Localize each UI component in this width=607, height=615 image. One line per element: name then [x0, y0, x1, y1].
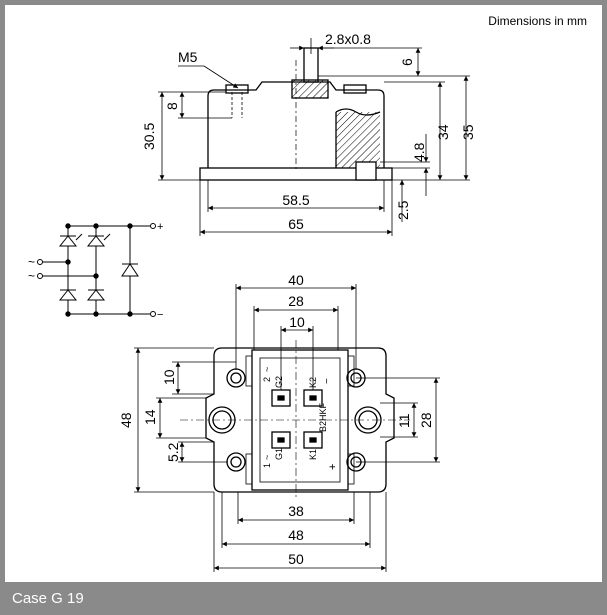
dim-4-8: 4.8	[411, 142, 427, 162]
dim-48-left: 48	[118, 412, 134, 428]
screw-hole-right	[354, 406, 382, 434]
dim-10-left: 10	[161, 369, 177, 385]
dim-6: 6	[399, 58, 415, 66]
case-label: Case G 19	[12, 590, 84, 607]
schematic-minus: −	[157, 309, 163, 321]
pin-label-g1: G1	[274, 448, 284, 460]
dim-58-5: 58.5	[282, 192, 309, 208]
units-note: Dimensions in mm	[488, 14, 587, 28]
dim-2-5: 2.5	[395, 200, 411, 220]
screw-boss-right	[343, 84, 367, 94]
schematic-plus: +	[157, 221, 163, 233]
pin-tilde-top: ~	[262, 367, 272, 372]
dim-35: 35	[460, 124, 476, 140]
pin-label-g2: G2	[274, 376, 284, 388]
case-label-bar: Case G 19	[0, 582, 607, 615]
dim-30-5: 30.5	[141, 123, 157, 150]
top-view	[134, 284, 440, 572]
pin-label-k1: K1	[308, 449, 318, 460]
dim-34: 34	[435, 124, 451, 140]
pin-tilde-bottom: ~	[262, 455, 272, 460]
dim-10-top: 10	[289, 314, 305, 330]
schematic-ac1: ~	[28, 255, 35, 269]
dim-38: 38	[288, 503, 304, 519]
pin-label-b2hkf: B2HKF	[318, 402, 328, 432]
dim-50: 50	[288, 551, 304, 567]
dim-48-bottom: 48	[288, 527, 304, 543]
dim-14: 14	[142, 409, 158, 425]
schematic-ac2: ~	[28, 269, 35, 283]
terminal-size-label: 2.8x0.8	[325, 31, 371, 47]
dim-28-right: 28	[418, 412, 434, 428]
cutaway-edge	[335, 108, 381, 116]
module-outline	[205, 347, 395, 493]
bridge-schematic	[37, 223, 156, 317]
side-view	[158, 38, 470, 236]
dim-40: 40	[288, 272, 304, 288]
pin-label-k2: K2	[308, 377, 318, 388]
pad-g1	[271, 431, 291, 449]
mounting-hole-section	[355, 161, 377, 181]
pin-label-1: 1	[262, 463, 272, 468]
pin-label-minus: −	[322, 378, 333, 384]
thread-label: M5	[178, 49, 198, 65]
dim-11: 11	[396, 413, 412, 428]
terminal-section	[291, 79, 329, 99]
pin-label-2: 2	[262, 377, 272, 382]
pin-label-plus: +	[327, 464, 339, 470]
pad-k1	[303, 431, 323, 449]
dim-28-top: 28	[288, 293, 304, 309]
dim-8: 8	[164, 102, 180, 110]
dim-65: 65	[288, 216, 304, 232]
cutaway-section	[336, 112, 380, 168]
mount-hole-tl	[226, 368, 246, 388]
dim-5-2: 5.2	[165, 442, 181, 462]
mount-hole-bl	[226, 452, 246, 472]
screw-boss-left	[225, 84, 249, 94]
